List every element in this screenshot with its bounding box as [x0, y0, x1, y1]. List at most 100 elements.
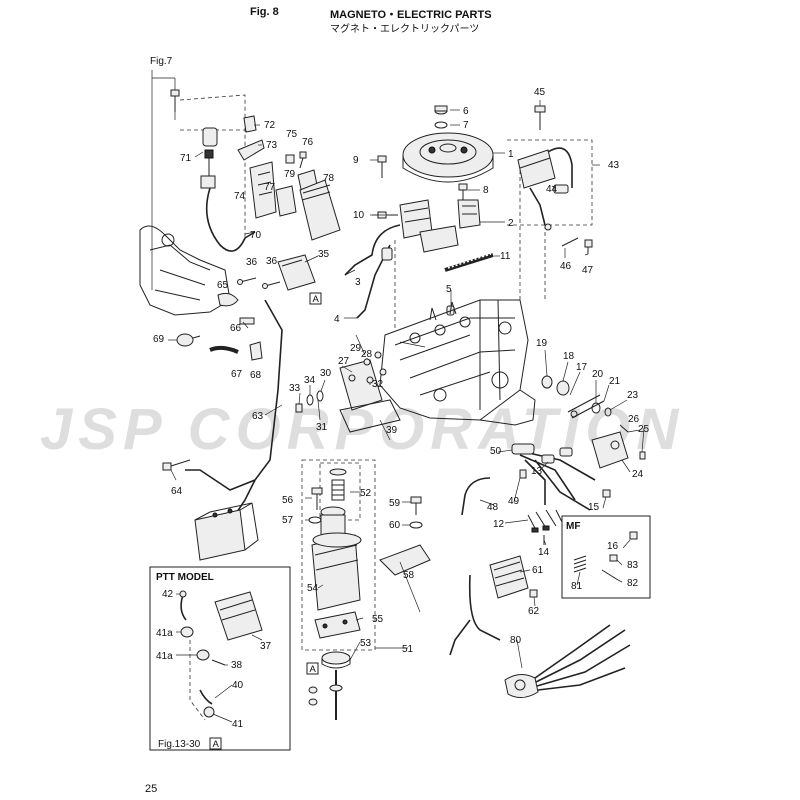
part-6-nut [434, 105, 448, 115]
part-67-hose [209, 345, 239, 354]
callout-26: 26 [628, 414, 640, 425]
callout-64: 64 [171, 486, 183, 497]
callout-11: 11 [500, 251, 511, 262]
part-40-lead [199, 689, 213, 705]
callout-73: 73 [266, 140, 278, 151]
callout-80: 80 [510, 635, 522, 646]
ref-box-a-ptt [209, 737, 222, 750]
callout-54: 54 [307, 583, 319, 594]
cable-branch [234, 479, 256, 516]
callout-7: 7 [463, 120, 469, 131]
callout-5: 5 [446, 284, 452, 295]
callout-52: 52 [360, 488, 372, 499]
part-63-main-cable [185, 299, 283, 491]
callout-6: 6 [463, 106, 469, 117]
callout-33: 33 [289, 383, 301, 394]
callout-65: 65 [217, 280, 229, 291]
callout-83: 83 [627, 560, 639, 571]
callout-29: 29 [350, 343, 362, 354]
starter-shaft [308, 670, 343, 720]
part-7-washer [434, 121, 448, 129]
callout-49: 49 [508, 496, 520, 507]
callout-51: 51 [402, 644, 414, 655]
callout-17: 17 [576, 362, 588, 373]
ptt-dash-guide [189, 640, 206, 721]
part-24-throttle-arm [591, 431, 629, 469]
callout-44: 44 [546, 184, 558, 195]
coil-lead-2 [529, 187, 546, 226]
callout-66: 66 [230, 323, 242, 334]
callout-27: 27 [338, 356, 350, 367]
page-title-japanese: マグネト・エレクトリックパーツ [330, 24, 480, 35]
part-78-cdi-unit [299, 179, 341, 241]
callout-76: 76 [302, 137, 314, 148]
ref-fig7: Fig.7 [150, 56, 173, 67]
part-50-sensor [511, 443, 535, 455]
part-42-lead [179, 590, 187, 621]
rectifier-leads [449, 574, 501, 656]
part-83-bolt [609, 554, 618, 562]
part-72-clip [243, 115, 257, 133]
callout-59: 59 [389, 498, 401, 509]
part-68-clip [249, 341, 263, 361]
part-53-gear [321, 651, 351, 669]
engine-block [379, 299, 536, 426]
part-36-screws [237, 277, 281, 289]
callout-46: 46 [560, 261, 572, 272]
callout-57: 57 [282, 515, 294, 526]
callout-19: 19 [536, 338, 548, 349]
battery [194, 502, 259, 561]
part-71-ignition-switch [200, 127, 218, 189]
callout-53: 53 [360, 638, 372, 649]
part-38-screw [211, 659, 226, 666]
callout-47: 47 [582, 265, 594, 276]
callout-72: 72 [264, 120, 276, 131]
callout-69: 69 [153, 334, 165, 345]
ref-box-a-top [309, 292, 322, 305]
starter-outer-dash-box [301, 459, 376, 651]
part-13-connector [541, 447, 573, 464]
part-41a-boots [180, 626, 210, 661]
callout-labels: 1 2 3 4 5 6 7 8 9 10 11 12 13 14 15 16 1… [153, 87, 650, 730]
callout-32: 32 [372, 379, 384, 390]
wire-harness-70 [205, 187, 256, 252]
part-74-rectifier [249, 161, 277, 219]
callout-16: 16 [607, 541, 619, 552]
callout-40: 40 [232, 680, 244, 691]
ref-fig13-30: Fig.13-30 [158, 739, 201, 750]
callout-60: 60 [389, 520, 401, 531]
part-75-76-hardware [285, 151, 307, 169]
callout-67: 67 [231, 369, 243, 380]
leader-lines [168, 100, 645, 723]
part-81-spring [573, 555, 587, 573]
part-45-bolt [534, 105, 546, 130]
part-3-lead [344, 224, 401, 276]
part-12-harness [514, 449, 596, 511]
callout-70: 70 [250, 230, 262, 241]
callout-24: 24 [632, 469, 644, 480]
callout-34: 34 [304, 375, 316, 386]
callout-30: 30 [320, 368, 332, 379]
callout-42: 42 [162, 589, 174, 600]
callout-18: 18 [563, 351, 575, 362]
callout-15: 15 [588, 502, 600, 513]
dash-guides-block [394, 170, 546, 330]
callout-2: 2 [508, 218, 514, 229]
part-17-linkage [567, 394, 605, 419]
callout-3: 3 [355, 277, 361, 288]
powerhead-outline [139, 225, 231, 316]
part-73-bracket [237, 139, 265, 161]
part-56-bolt [311, 487, 323, 510]
callout-41a-2: 41a [156, 651, 173, 662]
part-57-washer [308, 516, 322, 524]
part-2-pulser-coil [457, 199, 481, 229]
part-52-pinion-parts [329, 468, 347, 501]
callout-4: 4 [334, 314, 340, 325]
callout-41a-1: 41a [156, 628, 173, 639]
part-35-starter-relay [277, 254, 316, 291]
callout-58: 58 [403, 570, 415, 581]
callout-35: 35 [318, 249, 330, 260]
callout-25: 25 [638, 424, 650, 435]
callout-8: 8 [483, 185, 489, 196]
mf-box-title: MF [566, 521, 580, 532]
